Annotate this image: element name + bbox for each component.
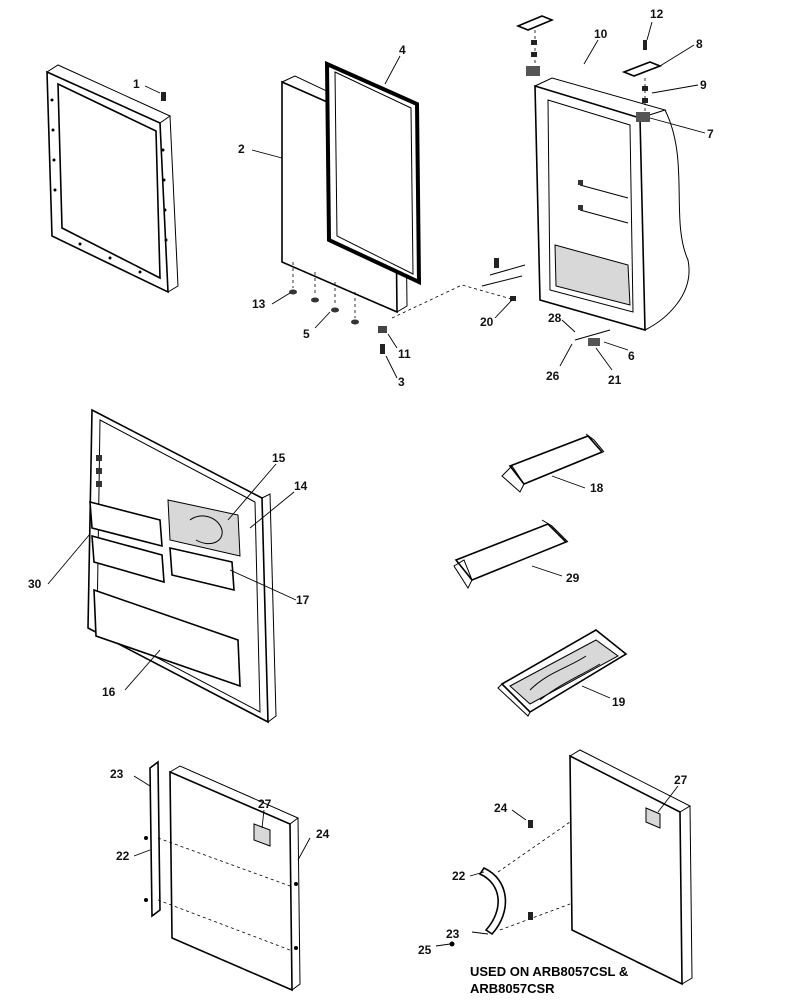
door-gasket	[324, 60, 422, 286]
crisper-tray-part-19	[497, 629, 628, 717]
callout-28: 28	[548, 311, 562, 325]
callout-22b: 22	[452, 869, 466, 883]
callout-1: 1	[133, 77, 140, 91]
callout-20: 20	[480, 315, 494, 329]
door-frame-trim	[46, 64, 179, 294]
callout-4: 4	[399, 43, 406, 57]
callout-27b: 27	[674, 773, 688, 787]
cabinet	[534, 77, 690, 332]
callout-15: 15	[272, 451, 286, 465]
door-bottom-hardware	[289, 262, 387, 354]
callout-16: 16	[102, 685, 116, 699]
curved-handle	[449, 820, 571, 947]
outer-door-left	[169, 765, 301, 992]
screw-part-1	[144, 85, 166, 101]
callout-5: 5	[303, 327, 310, 341]
callout-8: 8	[696, 37, 703, 51]
callout-12: 12	[650, 7, 664, 21]
callout-13: 13	[252, 297, 266, 311]
callout-30: 30	[28, 577, 42, 591]
callout-22a: 22	[116, 849, 130, 863]
callout-21: 21	[608, 373, 622, 387]
callout-26: 26	[546, 369, 560, 383]
callout-2: 2	[238, 142, 245, 156]
callout-23b: 23	[446, 927, 460, 941]
outer-door-right	[569, 749, 693, 986]
usage-note-line-1: USED ON ARB8057CSL &	[470, 964, 628, 979]
callout-17: 17	[296, 593, 310, 607]
callout-11: 11	[398, 347, 411, 361]
callout-10: 10	[594, 27, 608, 41]
callout-18: 18	[590, 481, 604, 495]
handle-strip-left	[144, 760, 298, 951]
callout-3: 3	[398, 375, 405, 389]
callout-14: 14	[294, 479, 308, 493]
top-hinge-left	[515, 15, 555, 76]
callout-7: 7	[707, 127, 714, 141]
door-bins	[89, 500, 241, 688]
callout-24a: 24	[316, 827, 330, 841]
shelf-part-29	[453, 519, 569, 590]
cabinet-bottom-hardware	[481, 258, 611, 346]
callout-27a: 27	[258, 797, 272, 811]
callout-29: 29	[566, 571, 580, 585]
usage-note-line-2: ARB8057CSR	[470, 981, 555, 996]
dairy-compartment	[167, 499, 241, 557]
callout-23a: 23	[110, 767, 124, 781]
callout-24b: 24	[494, 801, 508, 815]
callout-19: 19	[612, 695, 626, 709]
shelf-part-18	[501, 433, 605, 493]
callout-25: 25	[418, 943, 432, 957]
top-hinge-right	[621, 40, 663, 122]
callout-9: 9	[700, 78, 707, 92]
frame-screw-holes	[50, 98, 168, 274]
callout-6: 6	[628, 349, 635, 363]
